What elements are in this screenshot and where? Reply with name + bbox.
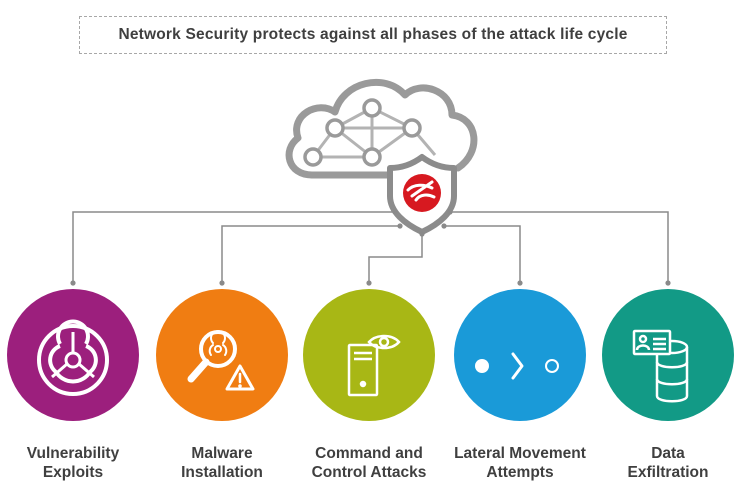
label-line2: Attempts (486, 464, 554, 481)
page-title: Network Security protects against all ph… (118, 26, 628, 43)
label-line2: Installation (181, 464, 263, 481)
database-id-icon (632, 329, 689, 403)
label-data-exfiltration: Data Exfiltration (593, 444, 742, 482)
cloud-mesh (311, 106, 437, 159)
lateral-movement-icon (475, 352, 559, 380)
malware-search-icon (187, 330, 255, 391)
phase-circle-malware (156, 289, 288, 421)
label-line1: Command and (315, 445, 423, 462)
phase-circle-lateral-movement (454, 289, 586, 421)
label-line2: Exfiltration (627, 464, 709, 481)
label-malware-installation: Malware Installation (147, 444, 297, 482)
biohazard-icon (37, 319, 109, 396)
label-vulnerability-exploits: Vulnerability Exploits (0, 444, 148, 482)
label-line1: Vulnerability (26, 445, 120, 462)
brand-logo-icon (403, 174, 441, 212)
label-line1: Lateral Movement (454, 445, 586, 462)
server-eye-icon (347, 334, 401, 397)
title-box: Network Security protects against all ph… (79, 16, 667, 54)
cloud-network-icon (285, 78, 478, 179)
label-lateral-movement: Lateral Movement Attempts (442, 444, 598, 482)
label-line2: Exploits (42, 464, 104, 481)
label-line2: Control Attacks (311, 464, 427, 481)
cloud-nodes (303, 98, 422, 167)
label-line1: Malware (191, 445, 253, 462)
phase-circle-vulnerability (7, 289, 139, 421)
shield-icon (387, 154, 457, 235)
connector-lines (72, 211, 669, 282)
label-command-control: Command and Control Attacks (294, 444, 444, 482)
phase-circle-command-control (303, 289, 435, 421)
connector-dots (70, 209, 671, 286)
label-line1: Data (651, 445, 685, 462)
